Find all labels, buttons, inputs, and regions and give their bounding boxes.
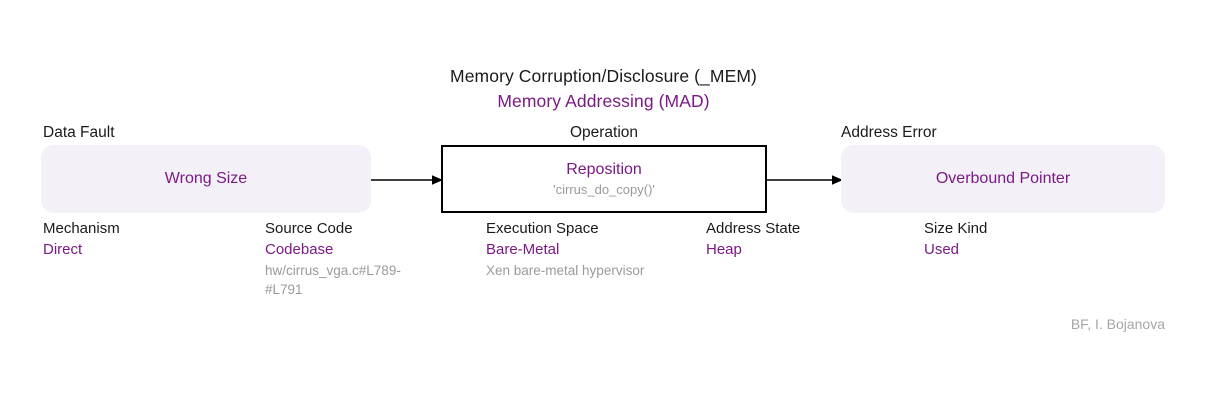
node-address-error-value: Overbound Pointer: [935, 170, 1071, 187]
attribute-execution-space-value[interactable]: Bare-Metal: [486, 241, 560, 258]
attribute-source-code-detail: hw/cirrus_vga.c#L789-#L791: [265, 263, 401, 297]
attribute-address-state: Address State Heap: [706, 219, 906, 261]
attribute-mechanism-value[interactable]: Direct: [43, 241, 83, 258]
attribute-size-kind-value[interactable]: Used: [924, 241, 960, 258]
attribute-address-state-value[interactable]: Heap: [706, 241, 742, 258]
bug-class-title: Memory Corruption/Disclosure (_MEM): [450, 66, 757, 86]
attribute-size-kind: Size Kind Used: [924, 219, 1124, 261]
attribute-source-code: Source Code Codebase hw/cirrus_vga.c#L78…: [265, 219, 425, 299]
node-operation-detail: 'cirrus_do_copy()': [553, 182, 655, 197]
footer-attribution: BF, I. Bojanova: [1070, 316, 1165, 332]
arrow-operation-to-address-error: [767, 173, 843, 185]
node-data-fault[interactable]: Wrong Size: [41, 145, 371, 213]
attribute-address-state-name: Address State: [706, 220, 801, 237]
stage-label-operation: Operation: [569, 124, 639, 141]
bug-subclass-title: Memory Addressing (MAD): [497, 91, 710, 111]
attribute-source-code-value[interactable]: Codebase: [265, 241, 334, 258]
node-operation[interactable]: Reposition 'cirrus_do_copy()': [441, 145, 767, 213]
attribute-size-kind-name: Size Kind: [924, 220, 988, 237]
attribute-mechanism-name: Mechanism: [43, 220, 120, 237]
attribute-execution-space: Execution Space Bare-Metal Xen bare-meta…: [486, 219, 696, 280]
stage-label-address-error: Address Error: [841, 124, 937, 141]
attribute-source-code-name: Source Code: [265, 220, 353, 237]
attribute-execution-space-detail: Xen bare-metal hypervisor: [486, 263, 645, 278]
node-operation-value: Reposition: [566, 161, 642, 178]
node-data-fault-value: Wrong Size: [164, 170, 248, 187]
attribute-mechanism: Mechanism Direct: [43, 219, 253, 261]
attribute-execution-space-name: Execution Space: [486, 220, 599, 237]
diagram-title: Memory Corruption/Disclosure (_MEM) Memo…: [0, 64, 1207, 114]
arrow-data-fault-to-operation: [371, 173, 443, 185]
stage-label-data-fault: Data Fault: [43, 124, 115, 141]
node-address-error[interactable]: Overbound Pointer: [841, 145, 1165, 213]
